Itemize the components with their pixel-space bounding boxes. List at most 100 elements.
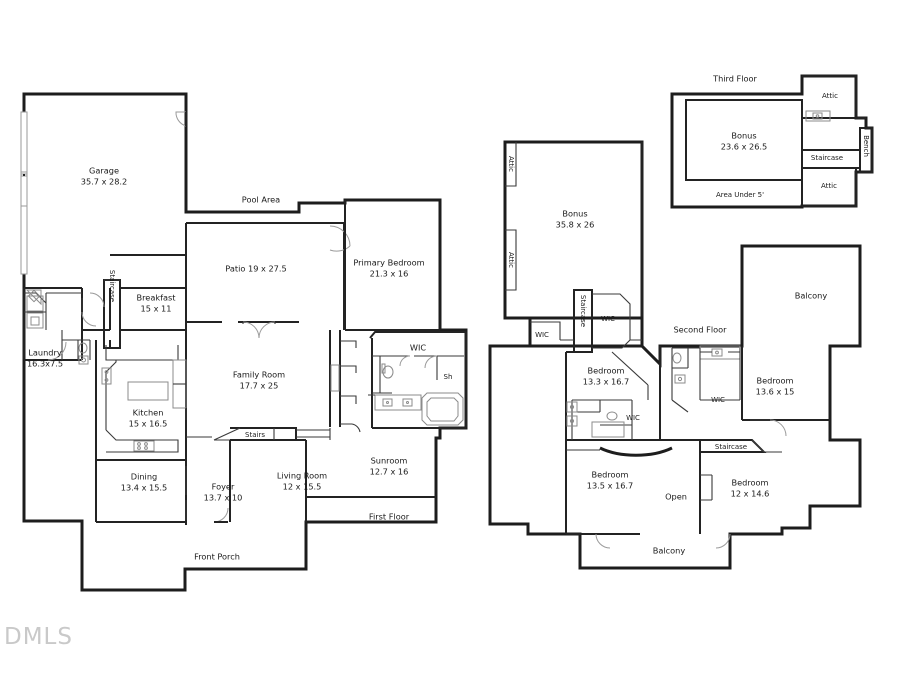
sink-2f-center-drain (677, 376, 683, 382)
attic-strip-lower (505, 229, 517, 291)
room-label-dining: Dining (131, 472, 157, 482)
patio-double-door-arc (242, 321, 276, 339)
cooktop-burner-1 (104, 370, 109, 374)
toilet-2f-sw (606, 411, 618, 421)
room-label-staircase-se: Staircase (715, 443, 747, 451)
family-room-east-wall (329, 330, 341, 427)
kitchen-range (133, 440, 155, 452)
room-label-bonus-3f: Bonus (731, 131, 756, 141)
center-bath-walls (659, 346, 700, 441)
room-label-area-under-5: Area Under 5' (716, 191, 764, 199)
attic-strip-upper (505, 142, 517, 187)
open-arch (599, 446, 673, 457)
room-label-attic-upper: Attic (507, 156, 515, 172)
sink-2f-top-drain (715, 350, 719, 355)
laundry-sink-basin (27, 289, 41, 303)
primary-bath-partitions (340, 340, 361, 433)
room-label-bench-3f: Bench (862, 135, 870, 157)
room-label-sunroom: Sunroom (371, 456, 408, 466)
patio-walls (185, 222, 345, 330)
wic-bonus-walls (592, 293, 642, 349)
staircase-se-steps (751, 439, 782, 453)
room-label-wic-primary: WIC (410, 343, 427, 353)
room-label-pool-area: Pool Area (242, 195, 280, 205)
laundry-door-arc (47, 341, 67, 361)
room-dim-bedroom-ne: 13.6 x 15 (756, 387, 795, 397)
range-burners (137, 442, 148, 450)
mls-watermark: DMLS (4, 624, 73, 650)
room-label-bonus-2f: Bonus (562, 209, 587, 219)
kitchen-counters (105, 345, 179, 453)
garage-door-window-5 (20, 205, 28, 275)
sunroom-walls (305, 440, 436, 498)
room-label-shower-primary: Sh (444, 373, 453, 381)
wic-left-walls (530, 321, 574, 341)
staircase-door-arc (89, 292, 105, 308)
room-dim-breakfast: 15 x 11 (141, 304, 172, 314)
attic-vanity-sink (812, 112, 823, 120)
toilet-primary-tank (381, 363, 386, 374)
sink-primary-1-drain (386, 401, 389, 404)
room-label-wic-right: WIC (711, 396, 725, 404)
room-label-primary-bedroom: Primary Bedroom (353, 258, 424, 268)
bedroom-sw-walls (565, 440, 640, 535)
room-label-laundry: Laundry (28, 348, 62, 358)
stairs-steps (213, 427, 330, 441)
room-label-living-room: Living Room (277, 471, 327, 481)
room-label-patio: Patio 19 x 27.5 (225, 264, 286, 274)
room-label-foyer: Foyer (212, 482, 235, 492)
first-floor-label: First Floor (369, 512, 410, 522)
garage-door-window-4 (20, 171, 28, 175)
center-bath-inner (671, 347, 700, 413)
room-dim-bedroom-nw: 13.3 x 16.7 (583, 377, 630, 387)
front-door-arc (213, 507, 229, 523)
patio-door-leaves (242, 322, 276, 324)
dining-openings (185, 408, 212, 438)
room-label-wic-bonus: WIC (601, 315, 615, 323)
powder-room-walls (62, 339, 91, 360)
second-floor-outline (488, 244, 862, 570)
tub-primary-inner (426, 397, 459, 422)
third-floor-label: Third Floor (712, 74, 757, 84)
room-label-bedroom-sw: Bedroom (591, 470, 628, 480)
sink-primary-2 (402, 398, 413, 407)
primary-patio-door-arc (329, 225, 351, 252)
bedroom-ne-door-arc (769, 419, 787, 437)
second-floor-label: Second Floor (673, 325, 727, 335)
room-dim-dining: 13.4 x 15.5 (121, 483, 168, 493)
kitchen-cooktop (101, 367, 112, 385)
third-floor-group: Third Floor Attic Bonus 23.6 x 26.5 Benc… (670, 74, 874, 209)
room-dim-garage: 35.7 x 28.2 (81, 177, 128, 187)
mud-door-arc (81, 311, 97, 327)
room-label-open-area: Open (665, 492, 687, 502)
primary-bath-block (369, 331, 467, 429)
room-label-attic-lower: Attic (507, 252, 515, 268)
room-label-staircase-1: Staircase (108, 270, 116, 302)
laundry-walls (23, 288, 110, 361)
room-label-wic-left: WIC (535, 331, 549, 339)
bedroom-se-door-arc (715, 533, 731, 549)
sink-2f-sw-2-drain (569, 418, 575, 424)
tub-2f-sw (591, 421, 625, 438)
tub-primary-outer (421, 392, 464, 426)
room-label-balcony-lower: Balcony (653, 546, 686, 556)
bedroom-se-closet (700, 474, 713, 501)
sink-primary-2-drain (406, 401, 409, 404)
room-label-staircase-2f: Staircase (579, 295, 587, 327)
room-label-staircase-3f: Staircase (811, 154, 843, 162)
bedroom-nw-closet-diag (611, 351, 649, 400)
washer (26, 295, 44, 312)
powder-sink (78, 355, 89, 365)
sink-2f-center (674, 374, 686, 384)
first-floor-group: Garage 35.7 x 28.2 Pool Area Patio 19 x … (20, 92, 468, 592)
room-dim-bonus-3f: 23.6 x 26.5 (721, 142, 768, 152)
room-dim-bedroom-se: 12 x 14.6 (731, 489, 770, 499)
room-label-bedroom-nw: Bedroom (587, 366, 624, 376)
room-dim-living-room: 12 x 15.5 (283, 482, 322, 492)
attic-3f-top-walls (802, 75, 866, 119)
front-porch-outline (82, 569, 187, 592)
room-dim-primary-bedroom: 21.3 x 16 (370, 269, 409, 279)
sink-primary-1 (382, 398, 393, 407)
dryer-door (30, 316, 40, 326)
